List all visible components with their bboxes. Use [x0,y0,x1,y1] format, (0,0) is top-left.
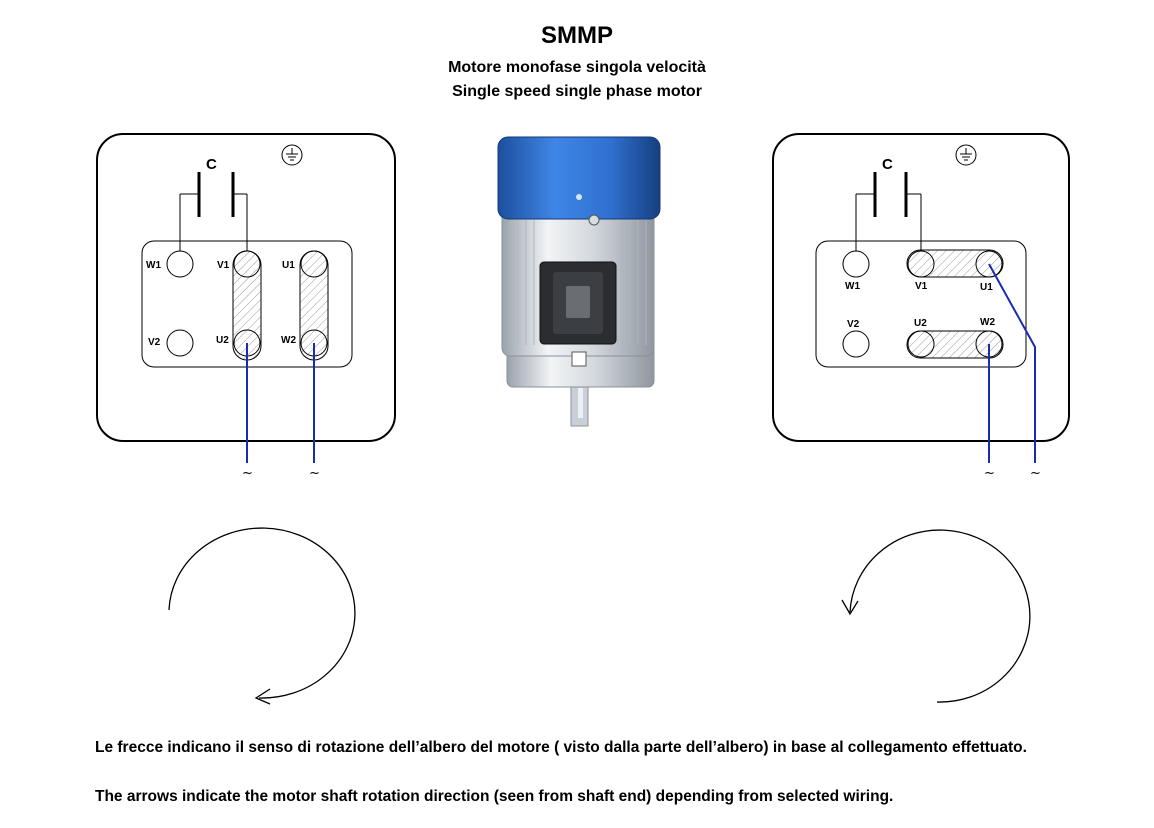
capacitor-symbol [855,172,922,251]
capacitor-label: C [882,156,893,173]
link-u2-w2 [906,330,1004,359]
left-connection-diagram: C W1 V1 U1 V2 U2 W2 ~ ~ [96,133,396,705]
ac-supply-symbol: ~ [242,466,253,481]
terminal-label-u2: U2 [914,318,927,329]
terminal-v2 [842,330,870,358]
terminal-label-w2: W2 [980,317,995,328]
capacitor-label: C [206,156,217,173]
footer-note-italian: Le frecce indicano il senso di rotazione… [95,739,1027,756]
right-terminal-box [772,133,1070,442]
terminal-label-u1: U1 [980,282,993,293]
terminal-label-v1: V1 [915,281,928,292]
earth-icon [281,144,303,166]
terminal-v1 [907,250,935,278]
terminal-u1 [975,250,1003,278]
terminal-label-u2: U2 [216,335,229,346]
clockwise-rotation-arrow-icon [168,527,356,705]
terminal-label-v2: V2 [847,319,860,330]
terminal-label-w2: W2 [281,335,296,346]
terminal-label-v1: V1 [217,260,230,271]
terminal-label-w1: W1 [845,281,860,292]
earth-icon [955,144,977,166]
terminal-w1 [166,250,194,278]
link-v1-u1 [906,249,1004,278]
footer-note-english: The arrows indicate the motor shaft rota… [95,788,894,805]
ac-supply-symbol: ~ [984,466,995,481]
ac-supply-symbol: ~ [309,466,320,481]
terminal-label-u1: U1 [282,260,295,271]
subtitle-italian: Motore monofase singola velocità [448,59,706,76]
terminal-v2 [166,329,194,357]
right-connection-diagram: C W1 V1 U1 V2 U2 W2 ~ ~ [772,133,1070,703]
terminal-v1 [233,250,261,278]
supply-wire-2 [988,263,1036,463]
capacitor-symbol [179,172,248,251]
terminal-w1 [842,250,870,278]
page-title: SMMP [541,22,613,49]
terminal-label-w1: W1 [146,260,161,271]
subtitle-english: Single speed single phase motor [452,83,702,100]
counterclockwise-rotation-arrow-icon [841,529,1031,703]
ac-supply-symbol: ~ [1030,466,1041,481]
terminal-u2 [907,330,935,358]
terminal-u1 [300,250,328,278]
motor-illustration [497,136,661,427]
terminal-label-v2: V2 [148,337,161,348]
right-terminal-board [815,240,1027,368]
